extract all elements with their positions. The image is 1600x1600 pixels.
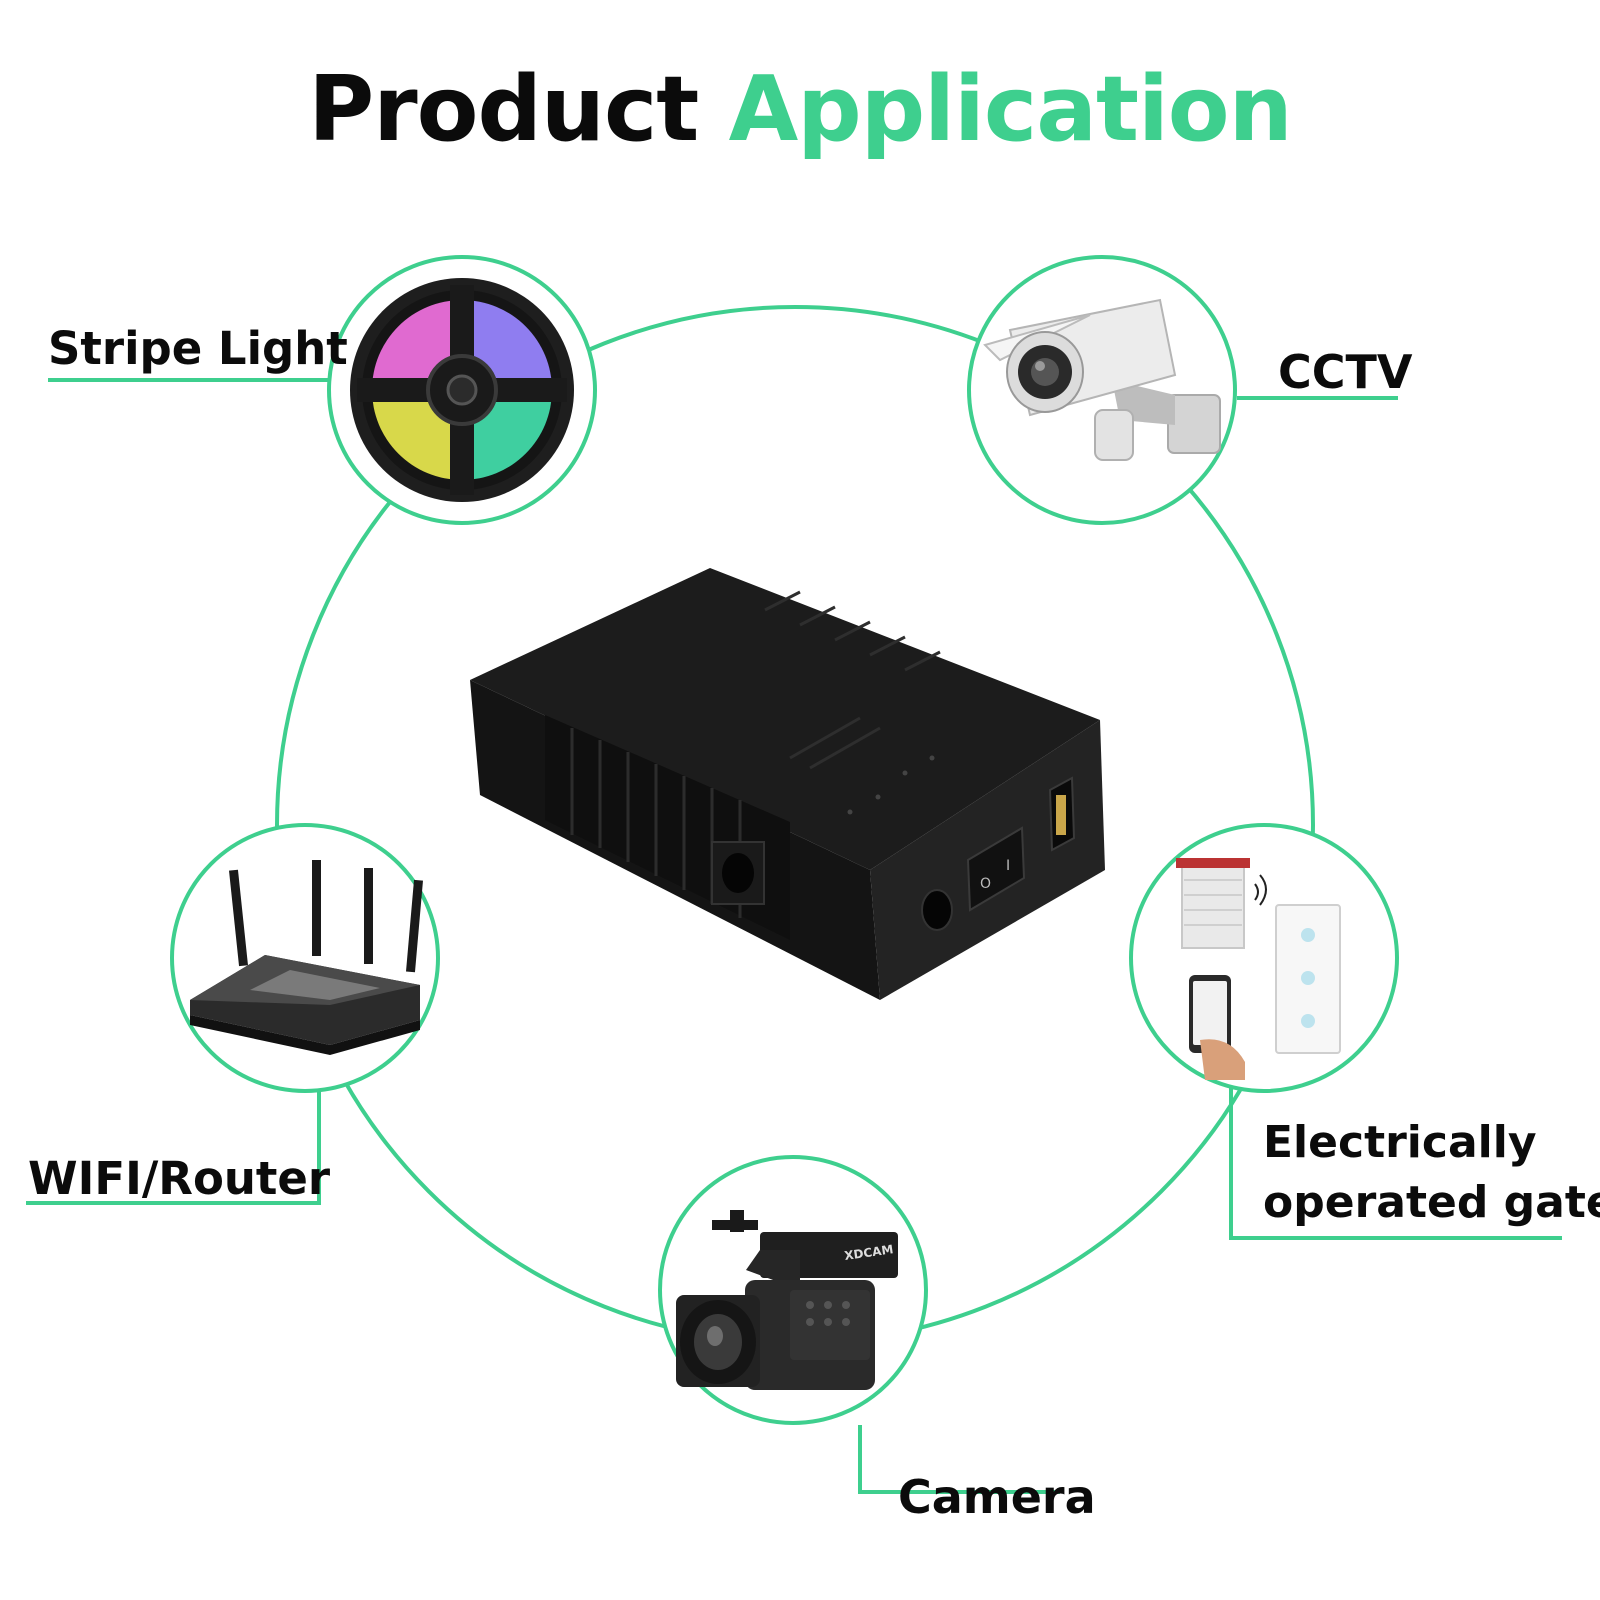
node-gate <box>1129 823 1399 1093</box>
power-switch <box>966 826 1026 912</box>
cctv-camera-icon <box>983 298 1221 461</box>
title-word-product: Product <box>308 57 699 162</box>
led-strip-reel-icon <box>350 278 574 502</box>
label-gate-line1: Electrically <box>1263 1117 1537 1168</box>
leader-wifi-router <box>26 1088 321 1205</box>
page-title: Product Application <box>0 55 1600 165</box>
label-gate-line2: operated gate <box>1263 1177 1600 1228</box>
leader-camera <box>858 1425 1060 1494</box>
switch-off-mark: O <box>980 876 991 892</box>
device-top <box>470 568 1100 870</box>
switch-on-mark: I <box>1006 858 1010 874</box>
label-electrically-operated-gate: Electrically operated gate <box>1263 1113 1600 1233</box>
camcorder-brand: XDCAM <box>843 1242 894 1263</box>
label-stripe-light: Stripe Light <box>48 322 348 375</box>
label-cctv: CCTV <box>1278 345 1413 399</box>
leader-lines <box>26 378 1562 1494</box>
title-word-application: Application <box>728 57 1293 162</box>
central-device: O I <box>470 568 1105 1000</box>
node-wifi-router <box>170 823 440 1093</box>
label-wifi-router: WIFI/Router <box>28 1152 331 1205</box>
camcorder-icon: XDCAM <box>676 1210 898 1390</box>
leader-gate <box>1229 1088 1562 1240</box>
smart-gate-icon <box>1176 858 1341 1080</box>
wifi-router-icon <box>190 860 423 1055</box>
label-camera: Camera <box>898 1470 1096 1524</box>
dc-jack-side <box>921 889 953 931</box>
